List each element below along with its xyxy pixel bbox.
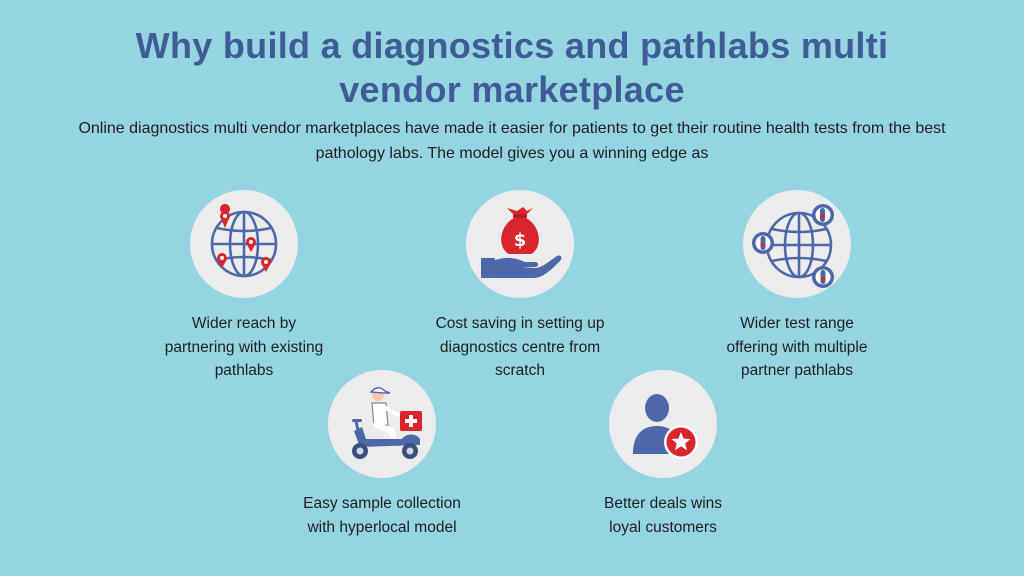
benefit-label-line: loyal customers bbox=[609, 518, 717, 536]
benefit-better-deals: Better deals wins loyal customers bbox=[543, 370, 783, 539]
benefit-label-line: partnering with existing bbox=[164, 338, 324, 356]
user-star-icon bbox=[633, 394, 698, 459]
benefit-label-line: Better deals wins bbox=[603, 495, 723, 512]
money-bag-hand-icon: $ bbox=[481, 207, 562, 278]
globe-pins-icon bbox=[210, 204, 278, 278]
benefit-cost-saving: $ Cost saving in setting up diagnostics … bbox=[400, 190, 640, 383]
benefit-wider-test-range: Wider test range offering with multiple … bbox=[677, 190, 917, 383]
title-line-1: Why build a diagnostics and pathlabs mul… bbox=[135, 25, 889, 66]
globe-test-tubes-icon bbox=[752, 204, 834, 288]
benefit-label-line: with hyperlocal model bbox=[307, 518, 457, 536]
benefit-label: Wider test range offering with multiple … bbox=[677, 312, 917, 383]
benefit-icon-circle bbox=[328, 370, 436, 478]
benefit-label-line: Cost saving in setting up bbox=[435, 315, 605, 332]
benefit-label-line: pathlabs bbox=[214, 362, 274, 379]
benefit-label-line: offering with multiple bbox=[726, 338, 868, 356]
benefit-label-line: Wider reach by bbox=[191, 315, 297, 332]
benefit-icon-circle bbox=[190, 190, 298, 298]
benefit-icon-circle bbox=[609, 370, 717, 478]
benefit-easy-sample-collection: Easy sample collection with hyperlocal m… bbox=[262, 370, 502, 539]
benefit-label-line: Easy sample collection bbox=[303, 495, 461, 512]
title-line-2: vendor marketplace bbox=[339, 69, 685, 110]
intro-line-1: Online diagnostics multi vendor marketpl… bbox=[78, 120, 848, 137]
intro-line-2: from the best pathology labs. The model … bbox=[315, 120, 946, 162]
benefit-label-line: scratch bbox=[495, 362, 545, 379]
benefit-label-line: partner pathlabs bbox=[740, 362, 854, 379]
benefit-label: Cost saving in setting up diagnostics ce… bbox=[400, 312, 640, 383]
benefit-label-line: diagnostics centre from bbox=[439, 338, 601, 356]
intro-text: Online diagnostics multi vendor marketpl… bbox=[72, 116, 952, 166]
benefit-icon-circle: $ bbox=[466, 190, 574, 298]
svg-text:$: $ bbox=[514, 230, 527, 251]
benefit-label: Easy sample collection with hyperlocal m… bbox=[262, 492, 502, 539]
page-title: Why build a diagnostics and pathlabs mul… bbox=[0, 24, 1024, 112]
benefit-icon-circle bbox=[743, 190, 851, 298]
benefit-label: Better deals wins loyal customers bbox=[543, 492, 783, 539]
delivery-scooter-icon bbox=[352, 387, 422, 459]
benefit-label-line: Wider test range bbox=[740, 315, 854, 332]
benefit-wider-reach: Wider reach by partnering with existing … bbox=[124, 190, 364, 383]
benefit-label: Wider reach by partnering with existing … bbox=[124, 312, 364, 383]
